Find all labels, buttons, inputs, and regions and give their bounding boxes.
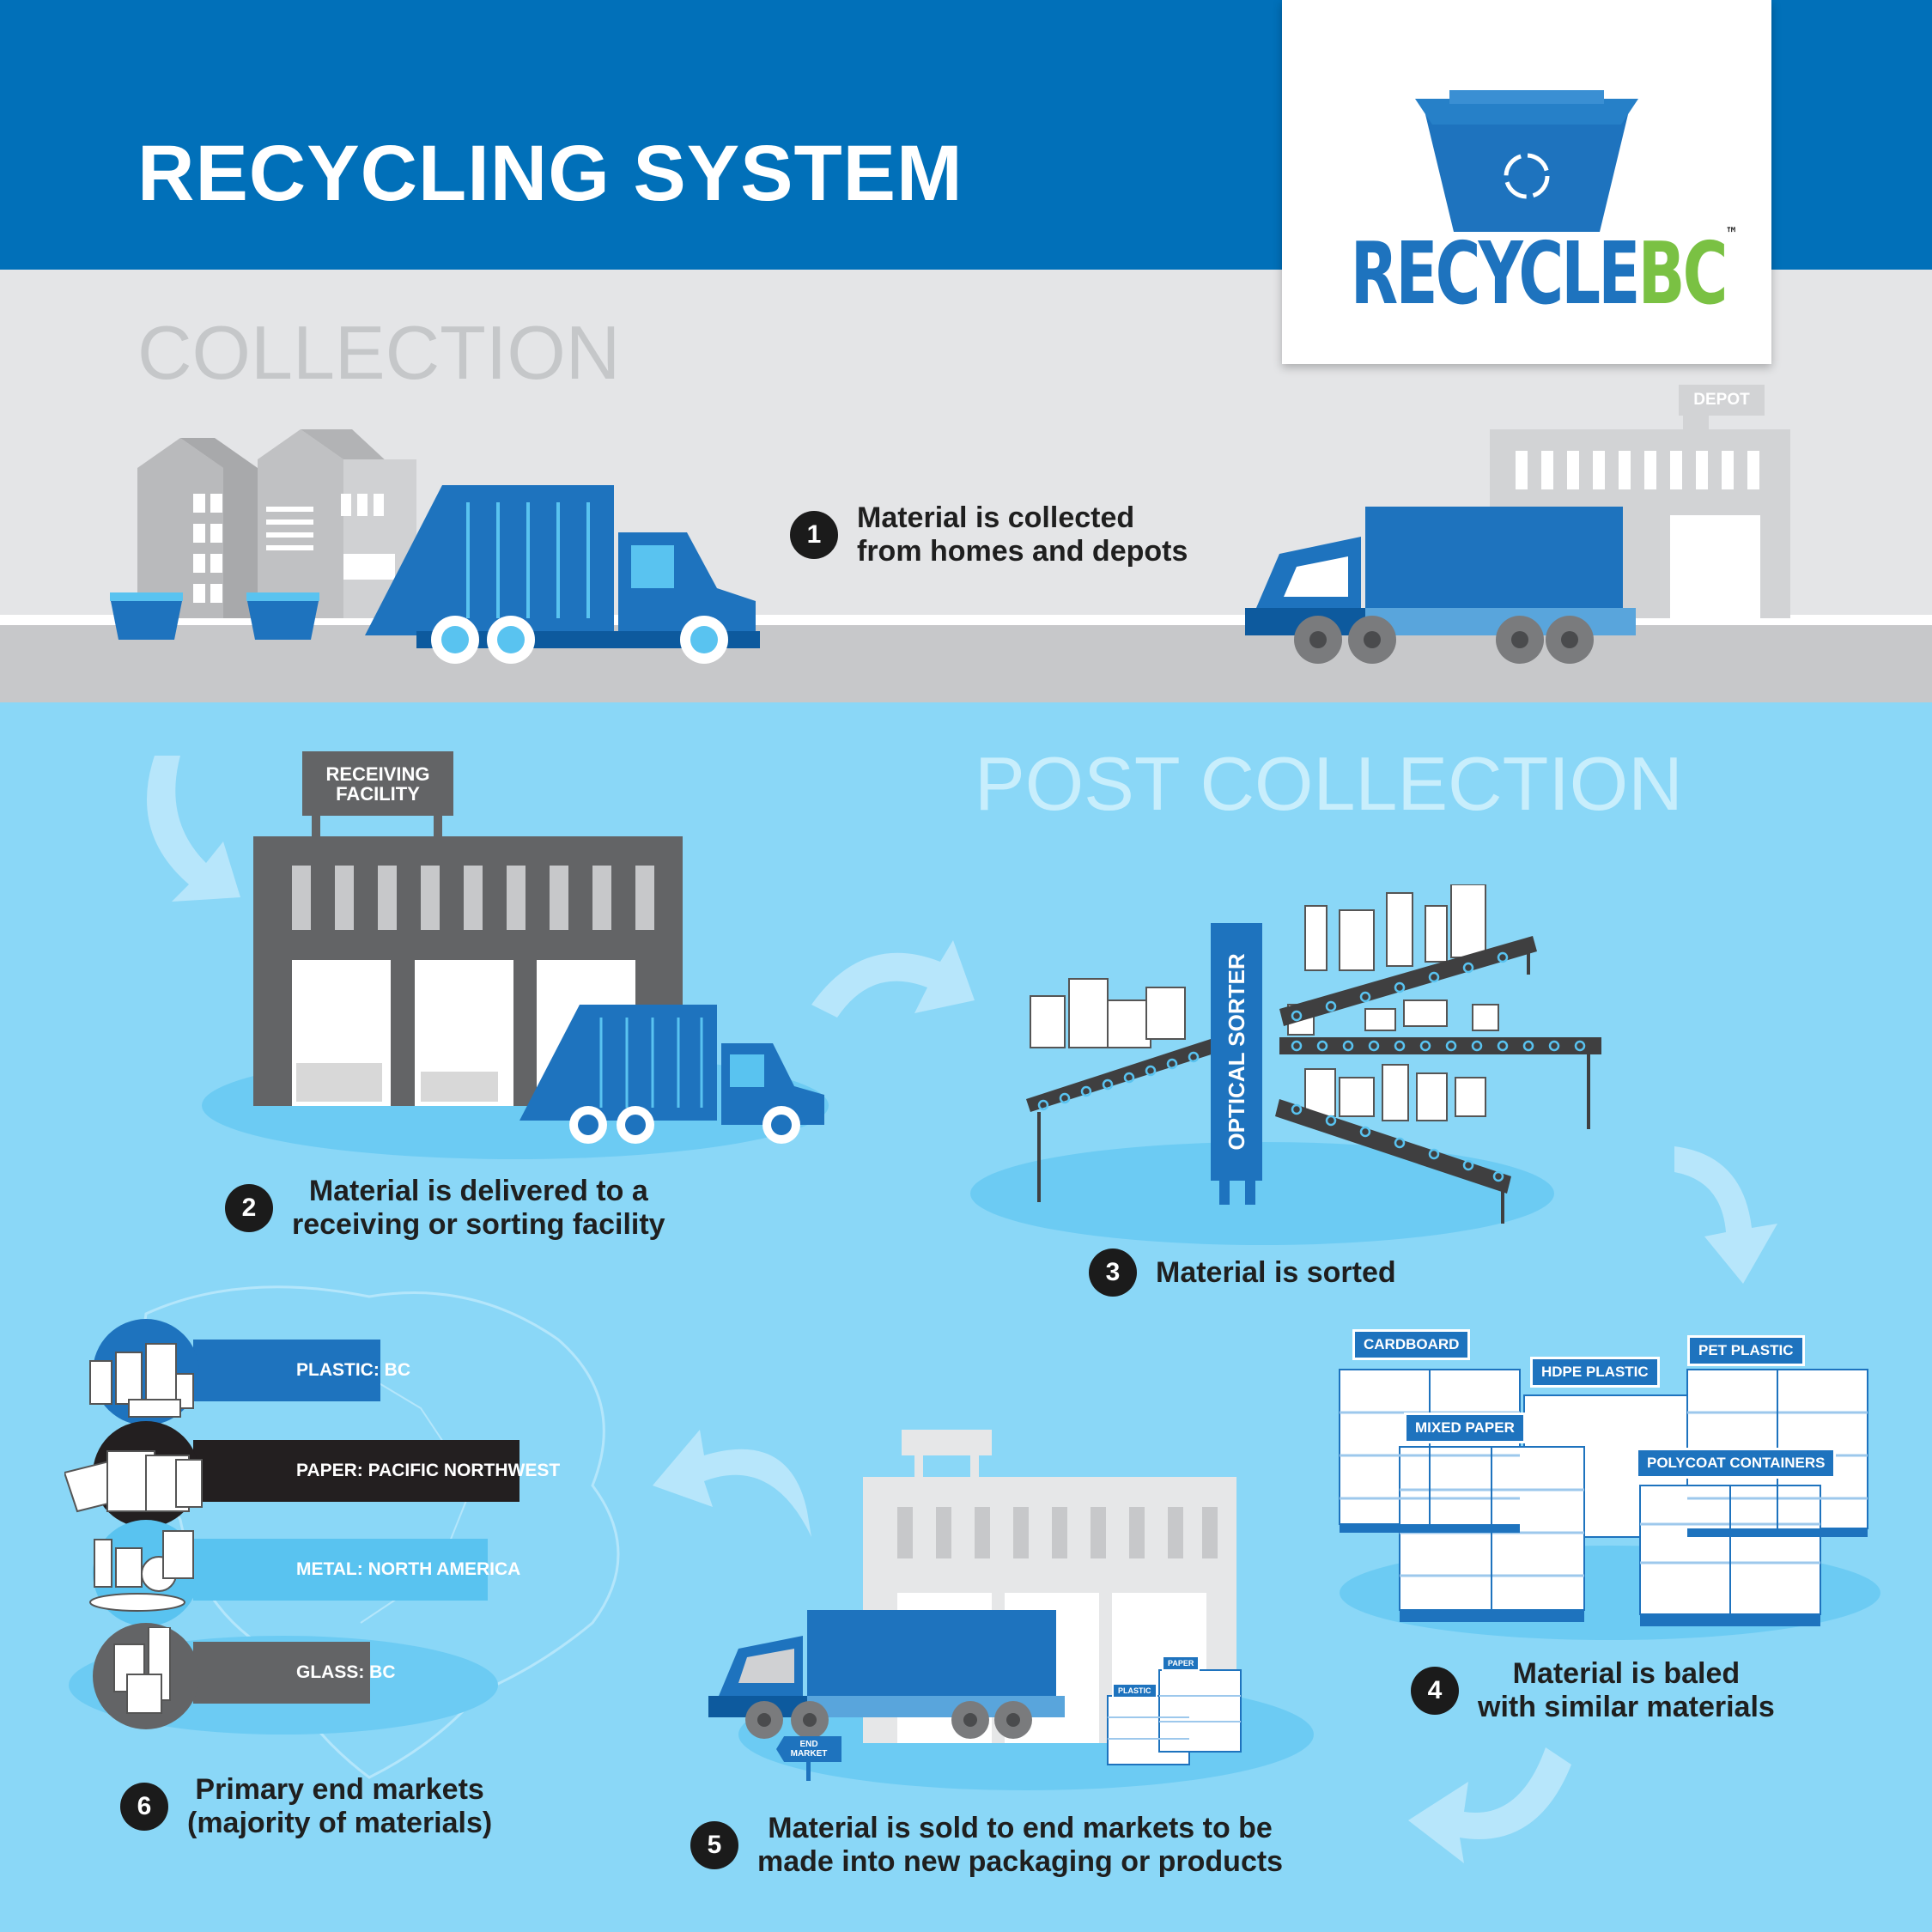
step-text: Material is delivered to a receiving or …	[292, 1175, 665, 1241]
post-collection-heading: POST COLLECTION	[975, 741, 1683, 826]
market-label-glass: GLASS: BC	[193, 1642, 396, 1704]
step-6: 6 Primary end markets (majority of mater…	[120, 1773, 492, 1840]
sorting-conveyor-illustration	[1026, 884, 1601, 1224]
papers-icon	[64, 1450, 203, 1513]
curved-arrow-icon	[1674, 1146, 1777, 1284]
step-text: Material is sold to end markets to be ma…	[757, 1812, 1284, 1878]
road	[0, 625, 1932, 702]
small-bale-tag-plastic: PLASTIC	[1112, 1683, 1157, 1698]
curved-arrow-icon	[147, 756, 240, 902]
optical-sorter-tower	[1211, 923, 1262, 1181]
step-4: 4 Material is baled with similar materia…	[1411, 1657, 1775, 1724]
logo-bc: BC	[1637, 223, 1728, 324]
sorter-leg	[1245, 1181, 1255, 1205]
step-number: 1	[790, 511, 838, 559]
curved-arrow-icon	[653, 1430, 811, 1537]
box-truck-icon	[708, 1610, 1065, 1739]
page-title: RECYCLING SYSTEM	[137, 130, 963, 217]
bale-tag-polycoat-containers: POLYCOAT CONTAINERS	[1636, 1448, 1837, 1479]
end-market-sign: END MARKET	[776, 1736, 841, 1762]
step-5: 5 Material is sold to end markets to be …	[690, 1812, 1283, 1879]
garbage-truck-icon	[519, 1005, 824, 1144]
box-truck-icon	[1245, 507, 1636, 664]
step-3: 3 Material is sorted	[1089, 1249, 1396, 1297]
glass-items-icon	[113, 1627, 171, 1714]
logo-wordmark: RECYCLEBC™	[1350, 223, 1738, 324]
small-bales-illustration	[1107, 1669, 1242, 1765]
step-number: 2	[225, 1184, 273, 1232]
step-text: Primary end markets (majority of materia…	[187, 1773, 493, 1839]
step-text: Material is baled with similar materials	[1478, 1657, 1775, 1723]
step-text: Material is sorted	[1156, 1255, 1396, 1289]
step-text: Material is collected from homes and dep…	[857, 501, 1188, 568]
recycling-bin-icon	[110, 592, 183, 640]
bale-tag-mixed-paper: MIXED PAPER	[1404, 1413, 1526, 1443]
bale-tag-hdpe-plastic: HDPE PLASTIC	[1530, 1357, 1660, 1388]
step-1: 1 Material is collected from homes and d…	[790, 501, 1188, 568]
small-bale-tag-paper: PAPER	[1162, 1656, 1200, 1671]
sorter-leg	[1219, 1181, 1230, 1205]
depot-sign: DEPOT	[1679, 385, 1765, 416]
step-number: 6	[120, 1783, 168, 1831]
metal-items-icon	[89, 1530, 194, 1612]
bale-tag-pet-plastic: PET PLASTIC	[1687, 1335, 1805, 1366]
logo-trademark: ™	[1725, 223, 1738, 244]
collection-heading: COLLECTION	[137, 310, 621, 395]
plastic-items-icon	[89, 1343, 194, 1418]
recyclebc-logo: RECYCLEBC™	[1282, 0, 1771, 364]
receiving-facility-sign: RECEIVING FACILITY	[302, 751, 453, 816]
curved-arrow-icon	[811, 940, 975, 1018]
recycling-bin-icon	[246, 592, 319, 640]
step-number: 4	[1411, 1667, 1459, 1715]
curved-arrow-icon	[1408, 1747, 1571, 1863]
sign-post	[806, 1762, 811, 1781]
step-number: 3	[1089, 1249, 1137, 1297]
blue-bin-logo-icon	[1415, 90, 1638, 232]
logo-recycle: RECYCLE	[1350, 223, 1641, 324]
market-label-metal: METAL: NORTH AMERICA	[193, 1539, 520, 1601]
optical-sorter-label: OPTICAL SORTER	[1224, 953, 1249, 1151]
step-number: 5	[690, 1821, 738, 1869]
bale-tag-cardboard: CARDBOARD	[1352, 1329, 1471, 1360]
market-label-plastic: PLASTIC: BC	[193, 1340, 410, 1401]
market-label-paper: PAPER: PACIFIC NORTHWEST	[193, 1440, 560, 1502]
step-2: 2 Material is delivered to a receiving o…	[225, 1175, 665, 1242]
garbage-truck-icon	[365, 485, 760, 664]
